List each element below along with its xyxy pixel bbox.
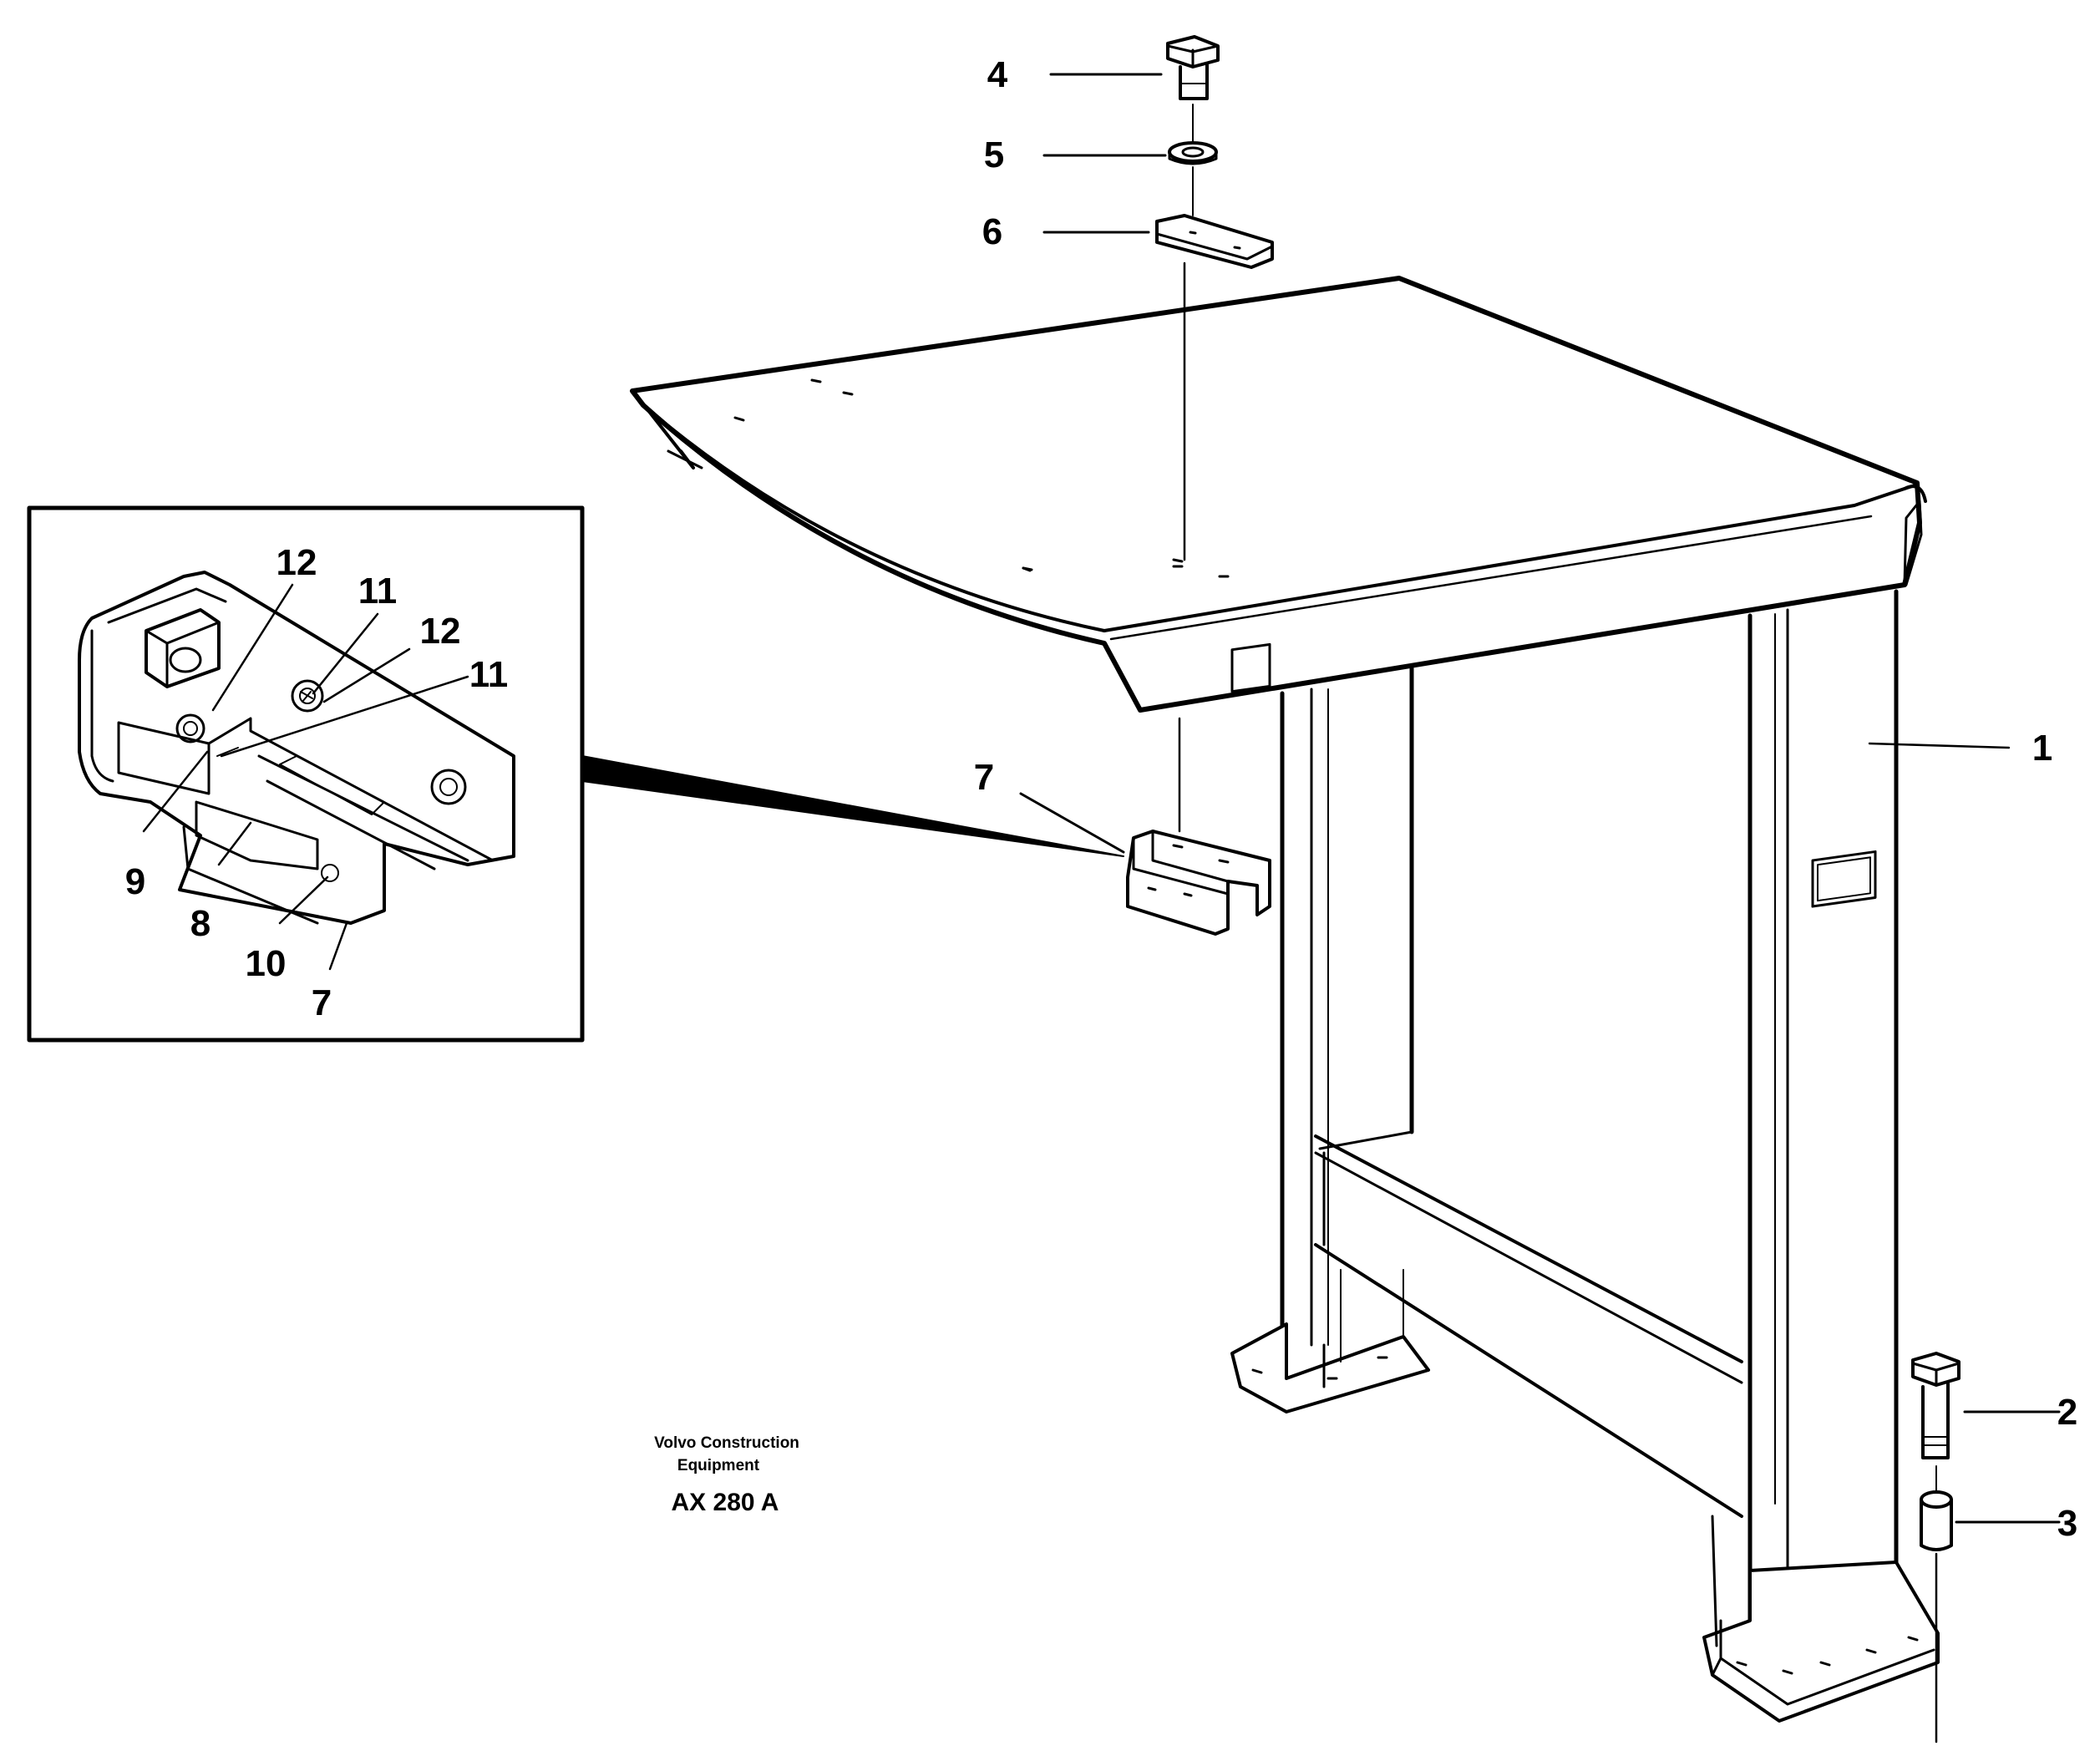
callout-1: 1 [2032, 728, 2052, 769]
drawing-code: AX 280 A [672, 1489, 779, 1516]
bolt-4 [1049, 35, 1220, 100]
callout-8: 8 [190, 903, 211, 944]
callout-3: 3 [2057, 1503, 2077, 1544]
callout-9: 9 [125, 861, 145, 902]
caption-line-1: Volvo Construction [654, 1434, 799, 1452]
roof-panel [630, 276, 1927, 713]
bolt-2 [1911, 1352, 2061, 1459]
callout-12-a: 12 [276, 542, 317, 583]
plate-6 [1042, 166, 1274, 563]
bracket-7 [1019, 717, 1271, 936]
caption-line-2: Equipment [677, 1457, 760, 1474]
callout-labels: 1 2 3 4 5 6 7 12 11 12 11 9 8 10 7 [125, 54, 2077, 1544]
washer-5 [1042, 104, 1218, 165]
callout-4: 4 [987, 54, 1008, 95]
callout-10: 10 [246, 943, 287, 984]
callout-11-b: 11 [469, 654, 509, 695]
callout-7-main: 7 [974, 757, 994, 798]
drawing-caption: Volvo Construction Equipment AX 280 A [654, 1434, 799, 1516]
callout-11-a: 11 [358, 571, 398, 612]
callout-6: 6 [982, 211, 1002, 252]
detail-view [27, 505, 1124, 1043]
callout-5: 5 [984, 134, 1004, 175]
callout-2: 2 [2057, 1392, 2077, 1433]
callout-12-b: 12 [420, 611, 461, 652]
frame-1 [1230, 589, 2011, 1723]
spacer-3 [1920, 1465, 2061, 1743]
callout-7-detail: 7 [312, 982, 332, 1023]
